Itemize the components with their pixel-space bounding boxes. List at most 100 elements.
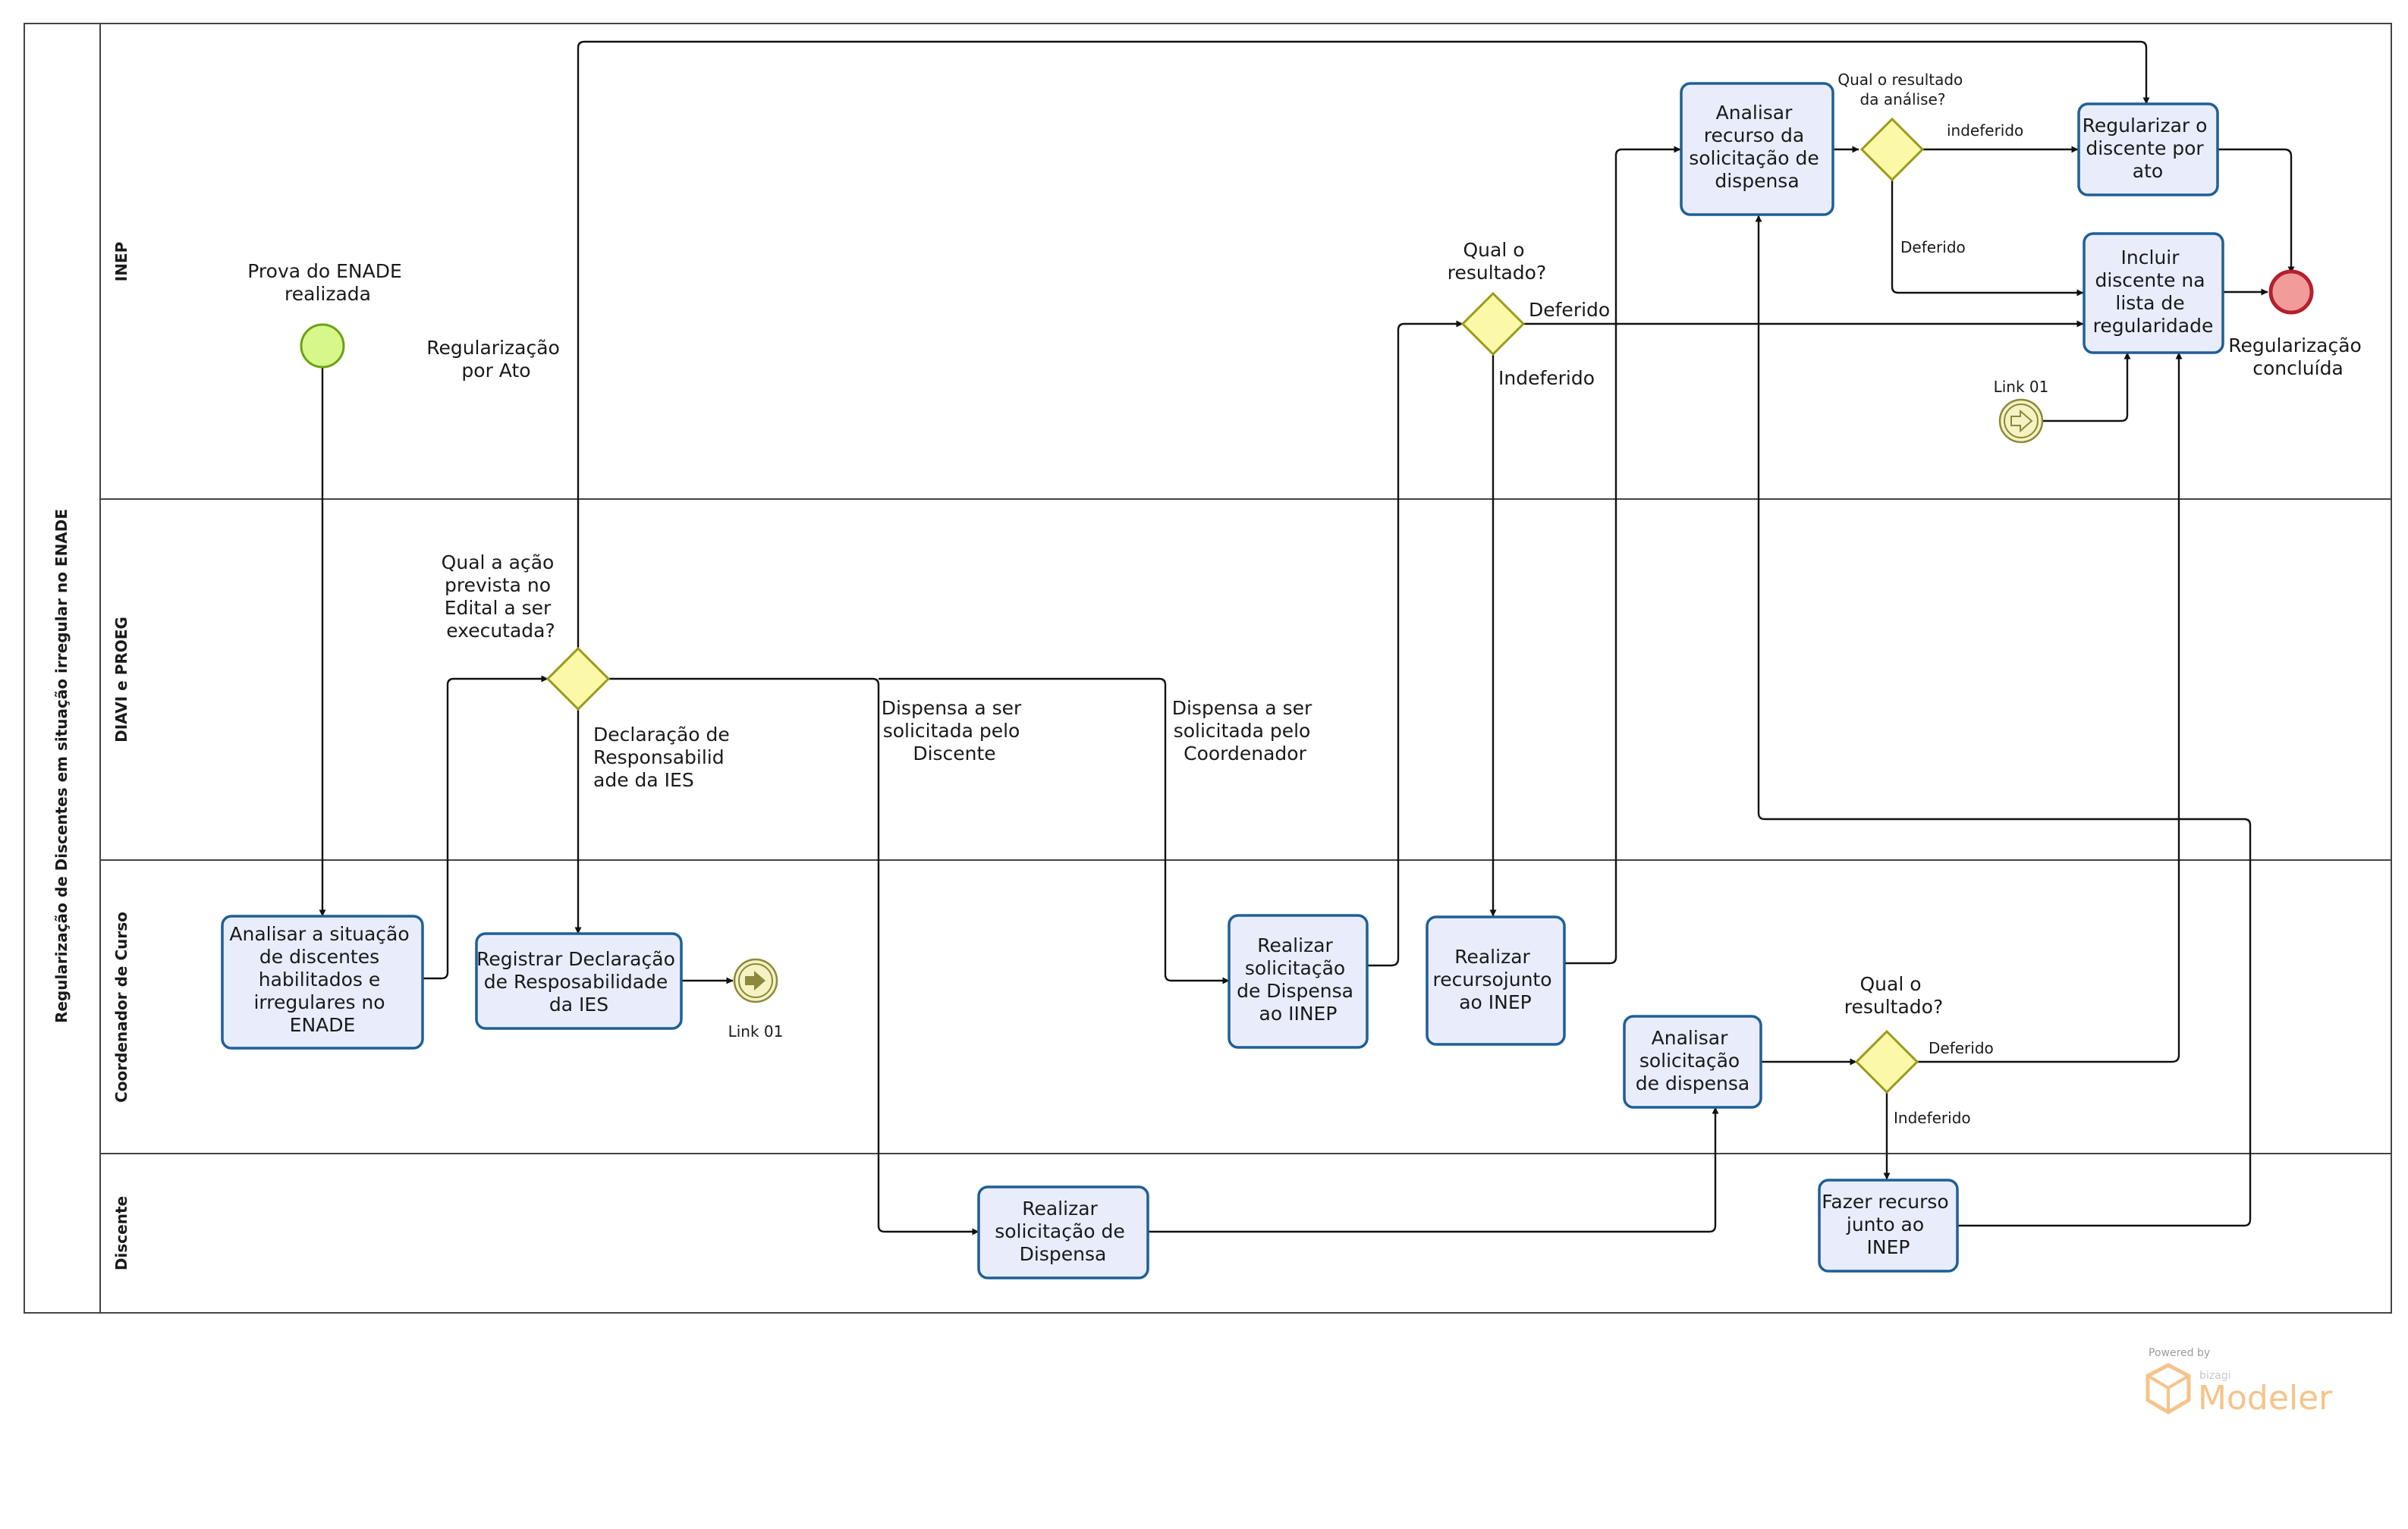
lane-discente: Discente (112, 1196, 130, 1270)
gateway-resultado-coordenador[interactable]: Qual o resultado? (1844, 973, 1943, 1094)
flow-fazer-recurso-to-analisar-recurso (1755, 215, 2252, 1227)
task-label: Analisar (1652, 1027, 1729, 1049)
flow-label-dispensa-coordenador: solicitada pelo (1174, 720, 1311, 742)
task-label: recurso da (1704, 124, 1804, 146)
task-label: junto ao (1846, 1213, 1924, 1235)
task-realizar-dispensa-coordenador[interactable]: Realizar solicitação de Dispensa ao IINE… (1228, 914, 1369, 1049)
end-event: Regularização concluída (2228, 269, 2368, 379)
gateway-label: da análise? (1860, 90, 1946, 108)
flow-label-declaracao: Responsabilid (593, 746, 725, 768)
task-label: Realizar (1454, 946, 1530, 968)
svg-text:Fazer recurso junto ao: Fazer recurso junto ao INEP (1822, 1191, 1954, 1258)
link-catch-label: Link 01 (1994, 378, 2049, 396)
link-throw-label: Link 01 (728, 1022, 784, 1041)
svg-text:Regularização concluída: Regularização concluída (2228, 334, 2368, 379)
task-label: de Resposabilidade (484, 971, 668, 993)
svg-text:Realizar recursojunto: Realizar recursojunto ao INEP (1433, 946, 1558, 1013)
task-label: Regularizar o (2083, 115, 2208, 137)
svg-text:Registrar Declaração de: Registrar Declaração de Resposabilidade … (476, 948, 681, 1016)
flow-dispensa-coord-to-gateway-inep (1367, 320, 1463, 967)
flow-label-dispensa-coordenador: Dispensa a ser (1172, 697, 1312, 719)
svg-text:Regularização por Ato: Regularização por Ato (426, 337, 566, 381)
lane-inep-title: INEP (112, 242, 130, 282)
task-label: solicitação de (1689, 147, 1819, 169)
lane-inep: INEP (100, 242, 2391, 500)
flow-recurso-coord-to-analisar-recurso (1564, 146, 1681, 965)
task-label: regularidade (2093, 315, 2214, 337)
gateway-label: resultado? (1448, 262, 1546, 284)
task-analisar-solicitacao-coordenador[interactable]: Analisar solicitação de dispensa (1623, 1015, 1762, 1109)
task-label: discente por (2086, 137, 2204, 159)
task-label: recursojunto (1433, 969, 1552, 991)
link-throw-event: Link 01 (728, 958, 784, 1041)
task-incluir-discente[interactable]: Incluir discente na lista de regularidad… (2083, 232, 2224, 354)
bizagi-logo-icon (2146, 1363, 2191, 1414)
flow-label-deferido-analise: Deferido (1900, 238, 1966, 256)
task-label: solicitação de (995, 1220, 1125, 1242)
svg-text:Dispensa a ser solicitada: Dispensa a ser solicitada pelo Coordenad… (1172, 697, 1319, 764)
pool-title: Regularização de Discentes em situação i… (52, 509, 71, 1023)
task-label: ao IINEP (1259, 1003, 1338, 1025)
task-label: Fazer recurso (1822, 1191, 1948, 1213)
svg-text:Declaração de Responsabili: Declaração de Responsabilid ade da IES (593, 724, 736, 791)
flow-link-catch-to-incluir (2036, 352, 2131, 422)
start-event-label: Prova do ENADE (247, 260, 401, 282)
watermark-powered-by: Powered by (2149, 1347, 2210, 1359)
flow-label-declaracao: ade da IES (593, 769, 694, 791)
flow-label-dispensa-discente: Dispensa a ser (882, 697, 1022, 719)
flow-gateway-analise-to-incluir (1891, 180, 2084, 297)
lane-coordenador: Coordenador de Curso (100, 912, 2391, 1154)
gateway-label: resultado? (1844, 996, 1943, 1018)
watermark-product: Modeler (2198, 1379, 2333, 1418)
gateway-label: prevista no (445, 574, 551, 596)
task-label: solicitação (1639, 1050, 1740, 1072)
arrow-right-icon (2010, 409, 2033, 433)
flow-label-indeferido-analise: indeferido (1947, 121, 2023, 140)
svg-text:Incluir discente na: Incluir discente na lista de regularidad… (2093, 246, 2214, 337)
svg-text:Qual o resultado da anál: Qual o resultado da análise? (1837, 71, 1967, 108)
gateway-acao-edital[interactable]: Qual a ação prevista no Edital a ser exe… (442, 551, 611, 711)
start-event-label: realizada (284, 283, 371, 305)
task-label: INEP (1867, 1236, 1910, 1258)
task-label: lista de (2115, 292, 2184, 314)
task-realizar-recurso-coordenador[interactable]: Realizar recursojunto ao INEP (1426, 915, 1566, 1046)
task-analisar-recurso-inep[interactable]: Analisar recurso da solicitação de dispe… (1680, 82, 1834, 216)
task-label: Analisar (1716, 102, 1793, 124)
flow-label-deferido-coordenador: Deferido (1929, 1039, 1994, 1057)
svg-text:Dispensa a ser solicitada: Dispensa a ser solicitada pelo Discente (882, 697, 1028, 764)
bizagi-watermark: Powered by bizagi Modeler (2146, 1347, 2333, 1418)
gateway-label: executada? (446, 620, 555, 642)
svg-text:Realizar solicitação de: Realizar solicitação de Dispensa (995, 1198, 1131, 1265)
flow-label-declaracao: Declaração de (593, 724, 730, 746)
task-label: Dispensa (1020, 1243, 1107, 1265)
flow-gateway-to-regularizar-ato (577, 40, 2150, 648)
task-realizar-dispensa-discente[interactable]: Realizar solicitação de Dispensa (977, 1185, 1149, 1279)
gateway-resultado-inep[interactable]: Qual o resultado? (1448, 239, 1546, 356)
gateway-resultado-analise[interactable]: Qual o resultado da análise? (1837, 71, 1967, 182)
flow-label-dispensa-coordenador: Coordenador (1184, 743, 1306, 764)
svg-text:Analisar recurso da: Analisar recurso da solicitação de dispe… (1689, 102, 1825, 192)
gateway-label: Edital a ser (445, 597, 552, 619)
flow-gateway-to-dispensa-discente (608, 677, 979, 1235)
task-label: ao INEP (1459, 991, 1532, 1013)
task-label: habilitados e (259, 969, 381, 991)
task-label: solicitação (1245, 957, 1345, 979)
task-label: de discentes (259, 946, 379, 968)
flow-label-dispensa-discente: solicitada pelo (883, 720, 1020, 742)
flow-label-deferido-inep: Deferido (1529, 299, 1610, 321)
flow-gateway-coord-to-incluir (1917, 352, 2183, 1063)
task-fazer-recurso[interactable]: Fazer recurso junto ao INEP (1818, 1179, 1959, 1273)
sequence-flows (319, 40, 2295, 1235)
flow-label-indeferido-inep: Indeferido (1498, 367, 1595, 389)
task-analisar-situacao[interactable]: Analisar a situação de discentes habilit… (221, 915, 424, 1050)
svg-text:Qual o resultado?: Qual o resultado? (1448, 239, 1546, 284)
task-label: Realizar (1022, 1198, 1098, 1220)
task-label: Analisar a situação (229, 923, 409, 945)
task-regularizar-ato[interactable]: Regularizar o discente por ato (2077, 102, 2219, 196)
svg-text:Qual o resultado?: Qual o resultado? (1844, 973, 1943, 1018)
task-registrar-declaracao[interactable]: Registrar Declaração de Resposabilidade … (475, 932, 683, 1030)
task-label: Incluir (2121, 246, 2180, 268)
gateway-label: Qual o resultado (1837, 71, 1963, 89)
task-label: ato (2133, 160, 2163, 182)
svg-text:Regularizar o discente p: Regularizar o discente por ato (2083, 115, 2214, 182)
